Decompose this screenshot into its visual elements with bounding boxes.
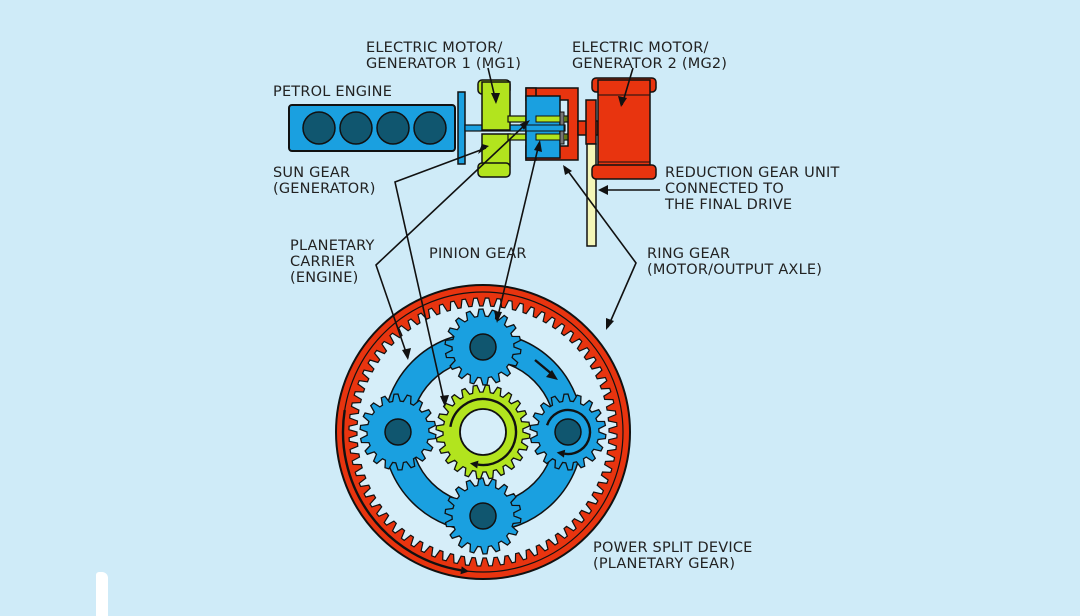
pinion-axle — [554, 418, 582, 446]
pinion-axle — [469, 333, 497, 361]
carrier-rotation-arrow-head — [546, 370, 558, 380]
label-sun-gear: SUN GEAR(GENERATOR) — [273, 165, 376, 197]
arrowheads — [402, 93, 627, 407]
label-power-split-device: POWER SPLIT DEVICE(PLANETARY GEAR) — [593, 540, 753, 572]
pinion-rotation-arrow-head — [556, 449, 566, 458]
engine-cylinder — [413, 111, 447, 145]
engine — [288, 104, 456, 152]
label-petrol-engine: PETROL ENGINE — [273, 84, 393, 100]
label-mg1: ELECTRIC MOTOR/GENERATOR 1 (MG1) — [366, 40, 522, 72]
engine-cylinder — [376, 111, 410, 145]
label-ring-gear: RING GEAR(MOTOR/OUTPUT AXLE) — [647, 246, 823, 278]
planetary-carrier-block — [525, 95, 567, 159]
pinion-rotation-arrow — [545, 408, 592, 456]
label-mg2: ELECTRIC MOTOR/GENERATOR 2 (MG2) — [572, 40, 728, 72]
sun-rotation-arrow-head — [469, 460, 479, 469]
pinion-axle — [469, 502, 497, 530]
planetary-gear-set — [335, 284, 631, 580]
ring-rotation-arrow — [341, 409, 462, 572]
mg2-motor — [591, 77, 657, 180]
pinion-axle — [384, 418, 412, 446]
engine-cylinder — [302, 111, 336, 145]
engine-shaft — [464, 124, 566, 132]
engine-flange — [457, 91, 466, 165]
reduction-gear — [585, 99, 597, 145]
final-drive-shaft — [586, 143, 597, 247]
engine-cylinder — [339, 111, 373, 145]
sun-rotation-arrow — [449, 397, 518, 467]
sun-gear-bore — [459, 408, 507, 456]
ring-rotation-arrow-head — [460, 566, 470, 575]
white-artifact — [96, 572, 108, 616]
label-pinion-gear: PINION GEAR — [429, 246, 527, 262]
